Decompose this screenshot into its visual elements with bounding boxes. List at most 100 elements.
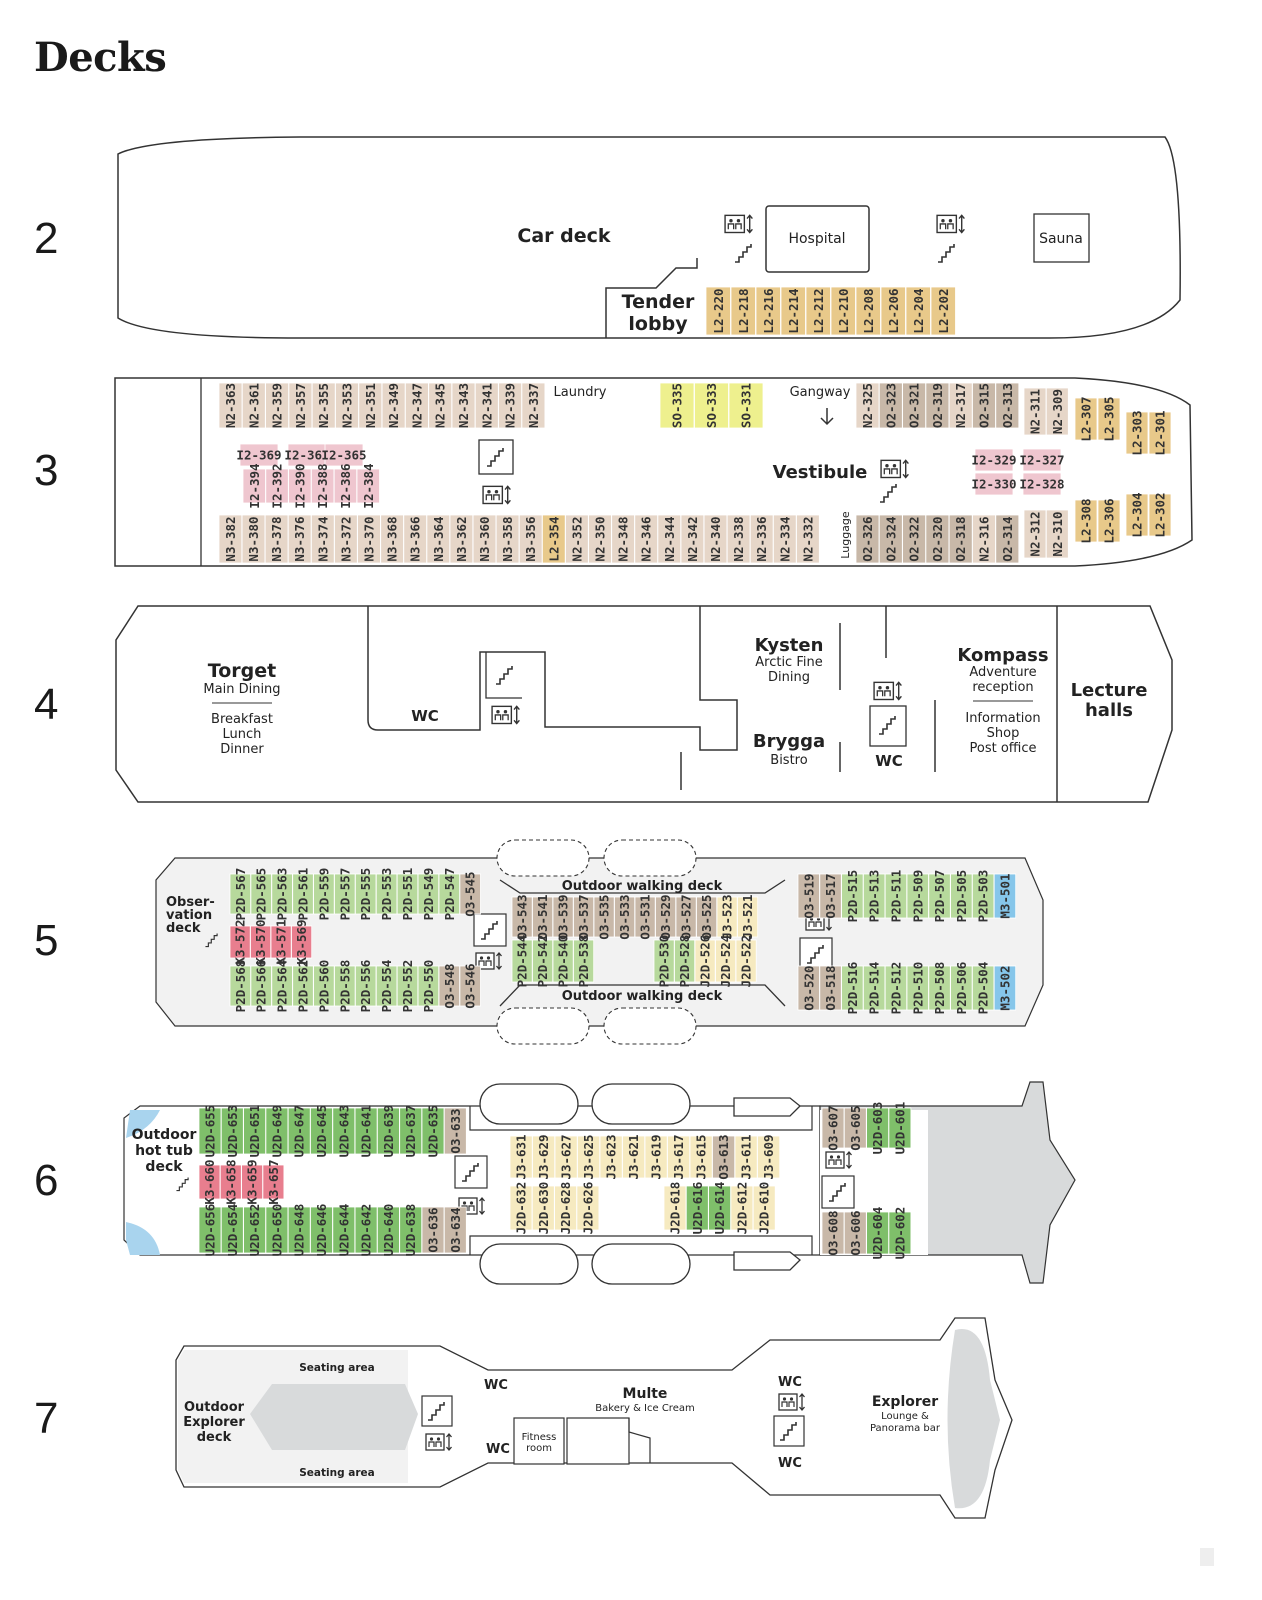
cabin-number: O3-613 xyxy=(716,1134,731,1179)
cabin-number: P2D-504 xyxy=(976,962,991,1015)
cabin[interactable] xyxy=(974,448,1014,472)
cabin[interactable] xyxy=(888,1107,912,1149)
hospital-label: Hospital xyxy=(788,231,845,247)
cabin-number: P2D-515 xyxy=(845,870,860,923)
cabin-number: K3-572 xyxy=(233,919,248,964)
cabin-number: J2D-610 xyxy=(757,1182,772,1235)
cabin-number: O2-313 xyxy=(1000,383,1015,428)
cabin-number: L2-214 xyxy=(786,288,801,333)
cabin[interactable] xyxy=(752,1185,776,1231)
cabin[interactable] xyxy=(995,382,1020,429)
adventure-label: Adventure xyxy=(969,665,1036,680)
dinner-label: Dinner xyxy=(220,742,264,757)
cabin[interactable] xyxy=(993,873,1017,919)
cabin[interactable] xyxy=(796,514,820,564)
cabin[interactable] xyxy=(356,468,380,504)
cabin[interactable] xyxy=(1022,448,1062,472)
cabin-number: O2-318 xyxy=(953,516,968,561)
cabin-number: N2-343 xyxy=(456,383,471,428)
cabin-number: L2-306 xyxy=(1102,498,1117,543)
cabin[interactable] xyxy=(521,382,546,429)
cabin-number: N2-357 xyxy=(293,383,308,428)
cabin[interactable] xyxy=(1074,397,1098,441)
cabin-number: O2-315 xyxy=(977,383,992,428)
cabin-number: U2D-646 xyxy=(314,1204,329,1257)
cabin[interactable] xyxy=(735,939,757,983)
cabin-number: J3-615 xyxy=(694,1134,709,1179)
seating-area-label: Seating area xyxy=(299,1467,375,1479)
cabin[interactable] xyxy=(324,443,364,467)
cabin-number: I2-386 xyxy=(338,463,353,508)
wc-label: WC xyxy=(484,1378,508,1393)
wc-label: WC xyxy=(486,1442,510,1457)
cabin[interactable] xyxy=(1074,499,1098,543)
cabin[interactable] xyxy=(459,873,481,915)
cabin[interactable] xyxy=(905,286,931,336)
counter-wall xyxy=(628,1418,651,1463)
cabin[interactable] xyxy=(830,286,856,336)
cabin-number: P2D-567 xyxy=(233,868,248,921)
cabin[interactable] xyxy=(1148,493,1172,537)
cabin-number: L2-304 xyxy=(1130,492,1145,537)
cabin[interactable] xyxy=(1045,509,1069,559)
cabin[interactable] xyxy=(291,925,313,959)
cabin-number: N2-348 xyxy=(616,516,631,561)
cabin[interactable] xyxy=(1097,499,1121,543)
cabin[interactable] xyxy=(1022,472,1062,496)
cabin-number: P2D-553 xyxy=(379,868,394,921)
cabin[interactable] xyxy=(576,1185,600,1231)
cabin[interactable] xyxy=(728,382,764,429)
cabin[interactable] xyxy=(780,286,806,336)
cabin-number: P2D-547 xyxy=(442,868,457,921)
cabin-number: I2-330 xyxy=(971,477,1016,492)
cabin-number: P2D-551 xyxy=(400,868,415,921)
cabin[interactable] xyxy=(755,286,781,336)
cabin[interactable] xyxy=(239,443,279,467)
cabin[interactable] xyxy=(930,286,956,336)
cabin[interactable] xyxy=(1125,493,1149,537)
cabin-number: P2D-544 xyxy=(515,935,530,988)
cabin[interactable] xyxy=(443,1107,467,1155)
cabin[interactable] xyxy=(974,472,1014,496)
cabin[interactable] xyxy=(880,286,906,336)
cabin[interactable] xyxy=(705,286,731,336)
cabin-number: I2-394 xyxy=(247,463,262,508)
cabin[interactable] xyxy=(573,939,595,983)
cabin[interactable] xyxy=(659,382,695,429)
cabin[interactable] xyxy=(443,1206,467,1254)
cabin-number: K3-660 xyxy=(202,1159,217,1204)
cabin[interactable] xyxy=(459,965,481,1007)
panorama-area xyxy=(947,1329,1000,1509)
cabin[interactable] xyxy=(855,286,881,336)
cabin[interactable] xyxy=(737,896,759,938)
cabin-number: N2-337 xyxy=(526,383,541,428)
cabin[interactable] xyxy=(1045,387,1069,436)
cabin[interactable] xyxy=(262,1164,285,1200)
cabin-number: U2D-639 xyxy=(381,1105,396,1158)
cabin-number: L2-202 xyxy=(936,288,951,333)
cabin-number: P2D-552 xyxy=(400,960,415,1013)
cabin[interactable] xyxy=(694,382,729,429)
cabin[interactable] xyxy=(1148,411,1172,455)
cabin-number: P2D-516 xyxy=(845,962,860,1015)
hot-tub xyxy=(126,1110,160,1138)
cabin[interactable] xyxy=(730,286,756,336)
cabin-number: N3-382 xyxy=(223,516,238,561)
cabin-number: M3-502 xyxy=(997,965,1012,1010)
cabin[interactable] xyxy=(805,286,831,336)
cabin[interactable] xyxy=(1125,411,1149,455)
kysten-label: Kysten xyxy=(755,635,824,656)
cabin-number: P2D-556 xyxy=(358,960,373,1013)
cabin-number: O3-546 xyxy=(463,963,478,1008)
cabin[interactable] xyxy=(888,1211,912,1255)
cabin-number: O3-537 xyxy=(576,894,591,939)
cabin[interactable] xyxy=(1097,397,1121,441)
cabin[interactable] xyxy=(757,1135,781,1179)
cabin[interactable] xyxy=(995,514,1020,564)
tender-label: Tender xyxy=(622,291,695,313)
cabin-number: P2D-509 xyxy=(910,870,925,923)
cabin[interactable] xyxy=(993,965,1017,1011)
